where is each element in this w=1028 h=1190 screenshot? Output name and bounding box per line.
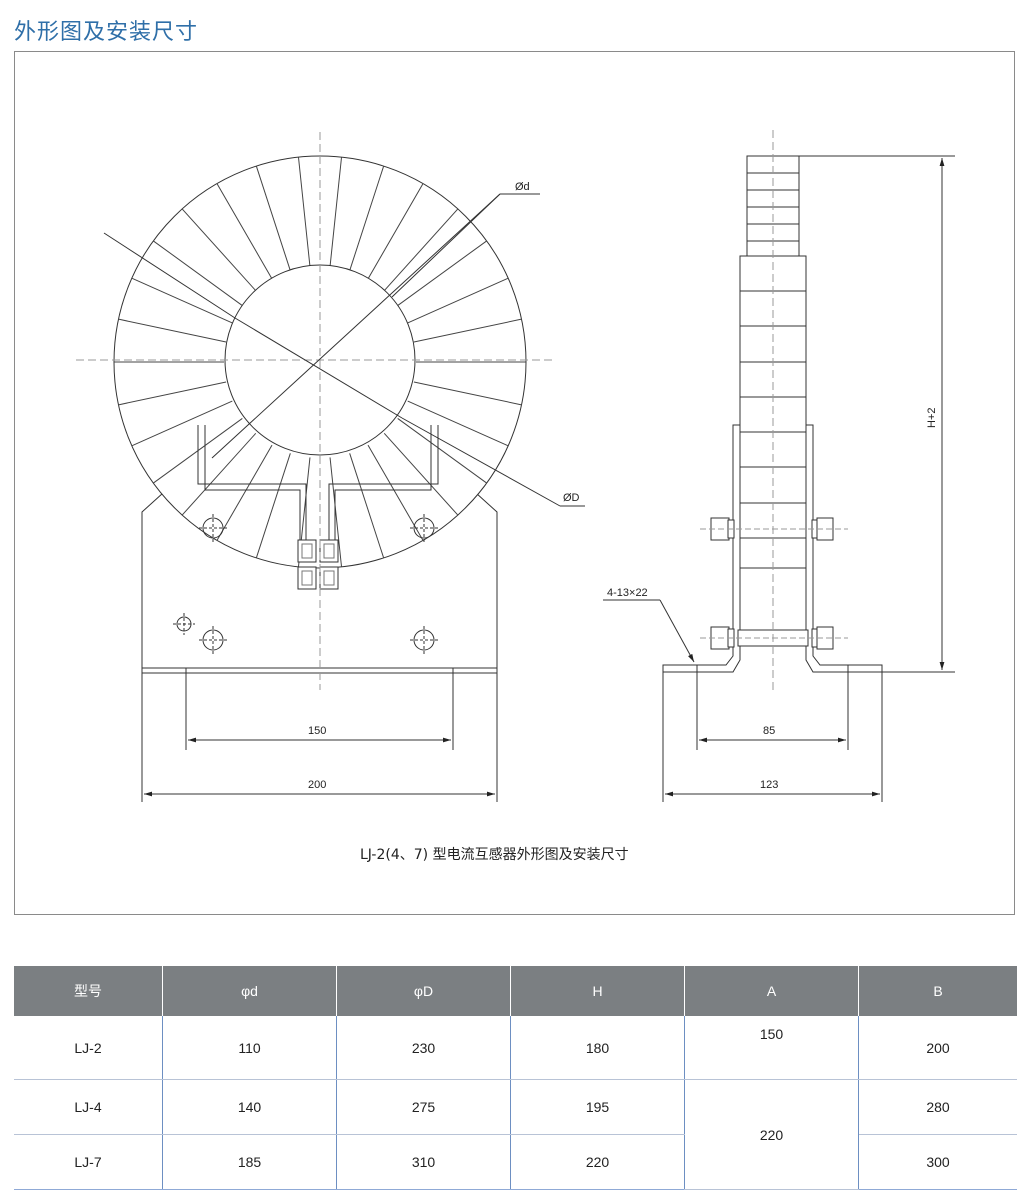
label-holes: 4-13×22 bbox=[607, 587, 648, 599]
coil-sector-line bbox=[255, 453, 291, 559]
coil-sector-line bbox=[367, 183, 424, 280]
col-header-height: H bbox=[510, 966, 685, 1016]
cell-model: LJ-2 bbox=[14, 1016, 163, 1080]
coil-sector-line bbox=[297, 157, 311, 267]
table-row: LJ-7 185 310 220 300 bbox=[14, 1134, 1017, 1190]
coil-sector-line bbox=[329, 457, 343, 567]
coil-sector-line bbox=[413, 318, 522, 343]
label-outer-dia: ØD bbox=[563, 492, 580, 504]
label-height: H+2 bbox=[926, 408, 938, 429]
mount-hole bbox=[173, 613, 195, 635]
coil-sector-line bbox=[329, 157, 343, 267]
coil-sector-line bbox=[413, 381, 522, 406]
coil-sector-line bbox=[181, 433, 257, 516]
drawing-frame bbox=[14, 51, 1015, 915]
cell-inner-dia: 185 bbox=[162, 1134, 337, 1190]
label-dim-85: 85 bbox=[763, 725, 775, 737]
front-view bbox=[76, 132, 585, 802]
label-dim-150: 150 bbox=[308, 725, 326, 737]
cell-outer-dia: 230 bbox=[336, 1016, 511, 1080]
cell-a: 150 bbox=[684, 1016, 859, 1080]
cell-outer-dia: 310 bbox=[336, 1134, 511, 1190]
col-header-model: 型号 bbox=[14, 966, 163, 1016]
coil-sector-line bbox=[131, 277, 233, 324]
coil-sector-line bbox=[383, 208, 459, 291]
col-header-inner-dia: φd bbox=[162, 966, 337, 1016]
coil-sector-line bbox=[367, 444, 424, 541]
coil-sector-line bbox=[397, 418, 487, 484]
col-header-a: A bbox=[684, 966, 859, 1016]
coil-sector-line bbox=[349, 165, 385, 271]
coil-sector-line bbox=[383, 433, 459, 516]
cell-b: 200 bbox=[858, 1016, 1017, 1080]
label-inner-dia: Ød bbox=[515, 181, 530, 193]
cell-height: 180 bbox=[510, 1016, 685, 1080]
page-heading: 外形图及安装尺寸 bbox=[14, 20, 199, 45]
technical-drawing: Ød ØD 150 200 bbox=[76, 130, 955, 863]
cell-inner-dia: 110 bbox=[162, 1016, 337, 1080]
cell-b: 300 bbox=[858, 1134, 1017, 1190]
label-dim-123: 123 bbox=[760, 779, 778, 791]
coil-sector-line bbox=[153, 240, 243, 306]
coil-sector-line bbox=[407, 400, 509, 447]
coil-sector-line bbox=[131, 400, 233, 447]
cell-model: LJ-7 bbox=[14, 1134, 163, 1190]
col-header-b: B bbox=[858, 966, 1017, 1016]
table-row: LJ-2 110 230 180 150 200 bbox=[14, 1016, 1017, 1080]
table-row: LJ-4 140 275 195 220 280 bbox=[14, 1079, 1017, 1190]
col-header-outer-dia: φD bbox=[336, 966, 511, 1016]
coil-sector-line bbox=[349, 453, 385, 559]
coil-sector-line bbox=[255, 165, 291, 271]
cell-b: 280 bbox=[858, 1079, 1017, 1135]
cell-height: 195 bbox=[510, 1079, 685, 1135]
terminal bbox=[297, 566, 317, 590]
table-header-row: 型号 φd φD H A B bbox=[14, 966, 1017, 1016]
coil-sector-line bbox=[216, 183, 273, 280]
cell-a: 220 bbox=[684, 1079, 859, 1190]
terminal bbox=[319, 566, 339, 590]
terminal bbox=[319, 539, 339, 563]
spec-table: 型号 φd φD H A B LJ-2 110 230 180 150 200 … bbox=[14, 966, 1017, 1190]
cell-height: 220 bbox=[510, 1134, 685, 1190]
terminal bbox=[297, 539, 317, 563]
coil-sector-line bbox=[397, 240, 487, 306]
mount-hole bbox=[199, 626, 227, 654]
coil-sector-line bbox=[118, 318, 227, 343]
coil-sector-line bbox=[216, 444, 273, 541]
cell-model: LJ-4 bbox=[14, 1079, 163, 1135]
mount-hole bbox=[410, 626, 438, 654]
label-dim-200: 200 bbox=[308, 779, 326, 791]
cell-outer-dia: 275 bbox=[336, 1079, 511, 1135]
mount-hole bbox=[199, 514, 227, 542]
coil-sector-line bbox=[118, 381, 227, 406]
cell-inner-dia: 140 bbox=[162, 1079, 337, 1135]
coil-sector-line bbox=[181, 208, 257, 291]
coil-sector-line bbox=[407, 277, 509, 324]
drawing-caption: LJ-2(4、7) 型电流互感器外形图及安装尺寸 bbox=[360, 846, 629, 863]
coil-sectors bbox=[114, 157, 526, 567]
mount-hole bbox=[410, 514, 438, 542]
